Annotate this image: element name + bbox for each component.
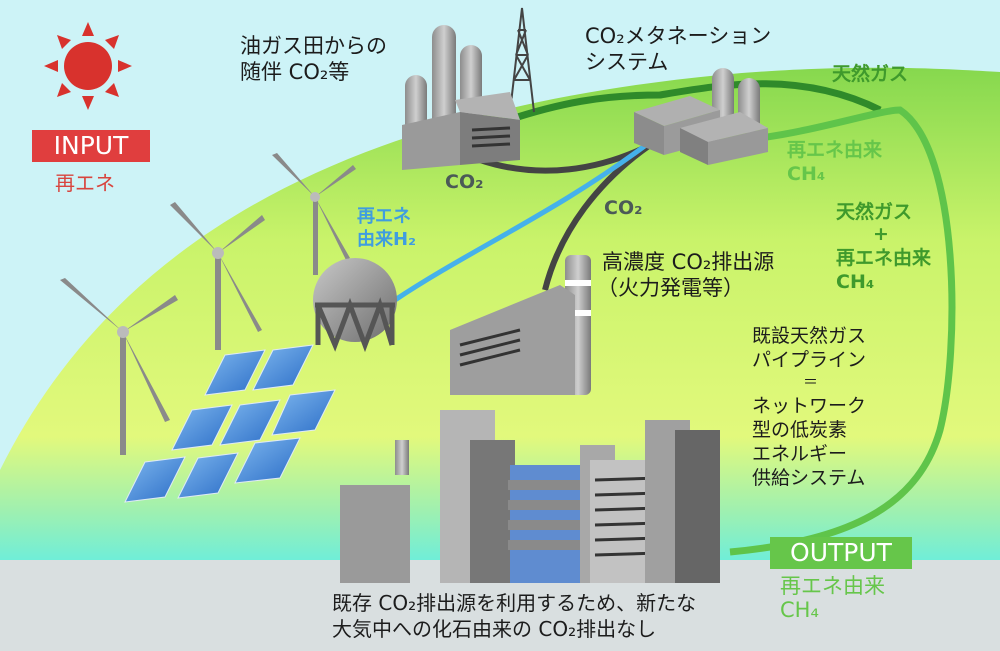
- wind-turbine-icon: [272, 153, 356, 275]
- pipeline-note-line6: エネルギー: [752, 443, 848, 465]
- output-label-line1: 再エネ由来: [780, 574, 885, 598]
- emission-source-label-line1: 高濃度 CO₂排出源: [602, 250, 775, 274]
- methanation-plant-icon: [634, 68, 768, 165]
- oil-derrick-icon: [509, 7, 535, 113]
- h2-label-line2: 由来H₂: [357, 229, 416, 250]
- oil-field-plant-icon: [402, 25, 520, 170]
- footer-note-line1: 既存 CO₂排出源を利用するため、新たな: [332, 591, 697, 615]
- h2-label-line1: 再エネ: [357, 206, 411, 227]
- output-label-line2: CH₄: [780, 598, 819, 622]
- wind-turbine-icon: [60, 278, 178, 455]
- oil-field-label-line1: 油ガス田からの: [240, 34, 387, 58]
- mixed-gas-label-line2: 再エネ由来: [836, 247, 932, 269]
- sun-icon: [44, 22, 132, 110]
- co2-field-label: CO₂: [445, 171, 484, 193]
- mixed-gas-plus: +: [873, 223, 889, 245]
- pipeline-note-line7: 供給システム: [752, 467, 866, 489]
- oil-field-label-line2: 随伴 CO₂等: [240, 60, 350, 84]
- city-buildings-icon: [340, 410, 720, 583]
- mixed-gas-label-line1: 天然ガス: [836, 201, 913, 223]
- natural-gas-label: 天然ガス: [832, 63, 909, 85]
- footer-note-line2: 大気中への化石由来の CO₂排出なし: [332, 617, 657, 641]
- hydrogen-tank-icon: [313, 258, 397, 353]
- co2-pipe-plant: [542, 142, 652, 291]
- pipeline-note-equals: ＝: [803, 373, 819, 391]
- wind-turbine-icon: [170, 202, 265, 350]
- input-badge: INPUT: [32, 130, 150, 162]
- pipeline-note-line1: 既設天然ガス: [752, 325, 867, 347]
- mixed-gas-label-line3: CH₄: [836, 271, 875, 293]
- re-ch4-label-line2: CH₄: [787, 163, 826, 185]
- co2-plant-label: CO₂: [604, 197, 643, 219]
- re-ch4-pipe: [729, 106, 956, 556]
- pipeline-note-line4: ネットワーク: [752, 395, 867, 417]
- methanation-label-line1: CO₂メタネーション: [585, 24, 772, 48]
- pipeline-note-line5: 型の低炭素: [752, 419, 848, 441]
- output-badge: OUTPUT: [770, 537, 912, 569]
- re-ch4-label-line1: 再エネ由来: [787, 139, 883, 161]
- solar-panel-array-icon: [124, 344, 336, 503]
- thermal-power-plant-icon: [450, 255, 591, 395]
- pipeline-note-line2: パイプライン: [752, 349, 867, 371]
- methanation-label-line2: システム: [585, 50, 669, 74]
- input-label: 再エネ: [55, 171, 115, 195]
- h2-pipe: [393, 140, 652, 303]
- natural-gas-pipe: [478, 80, 882, 134]
- emission-source-label-line2: （火力発電等）: [597, 276, 744, 300]
